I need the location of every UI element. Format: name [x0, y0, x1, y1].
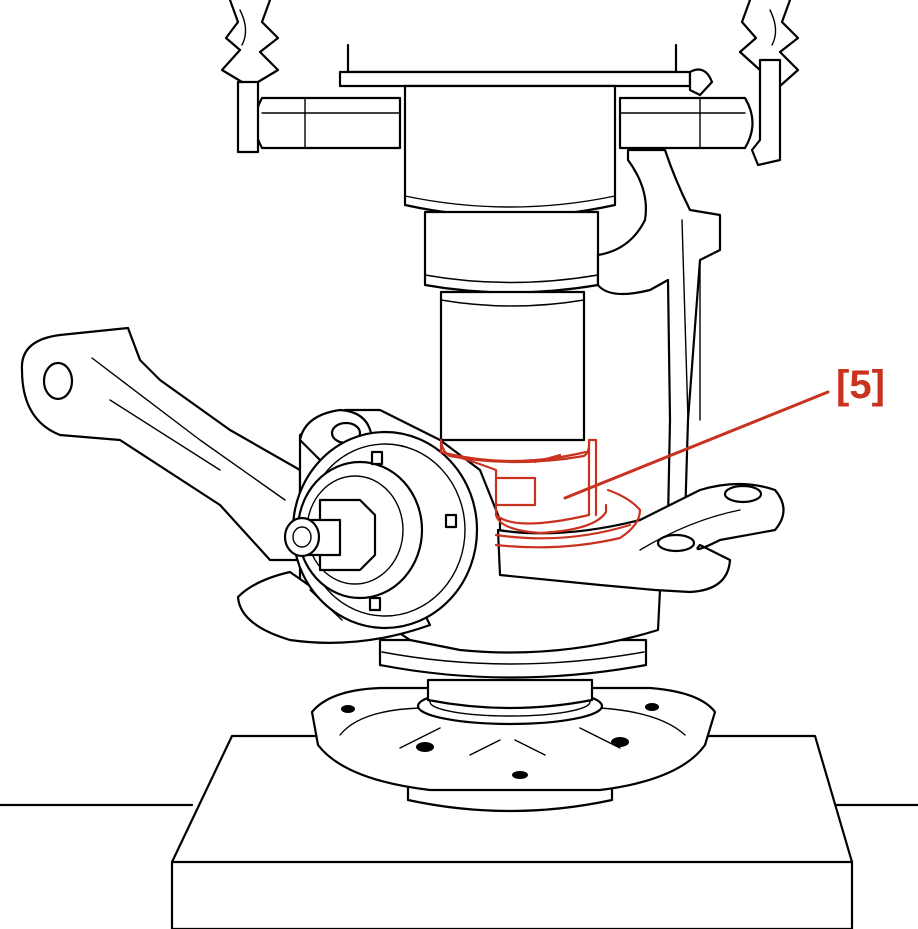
stub-axle	[283, 430, 479, 630]
support-block	[0, 734, 918, 929]
press-arm-left	[220, 0, 402, 154]
callout-leader-line	[563, 390, 830, 500]
support-leg	[596, 68, 722, 522]
callout-5: [5]	[563, 363, 885, 500]
callout-label: [5]	[836, 363, 885, 407]
press-arm-right	[618, 0, 800, 167]
highlighted-press-tool	[439, 438, 642, 549]
wheel-hub-flange	[310, 678, 717, 813]
bearing-housing	[378, 638, 648, 679]
